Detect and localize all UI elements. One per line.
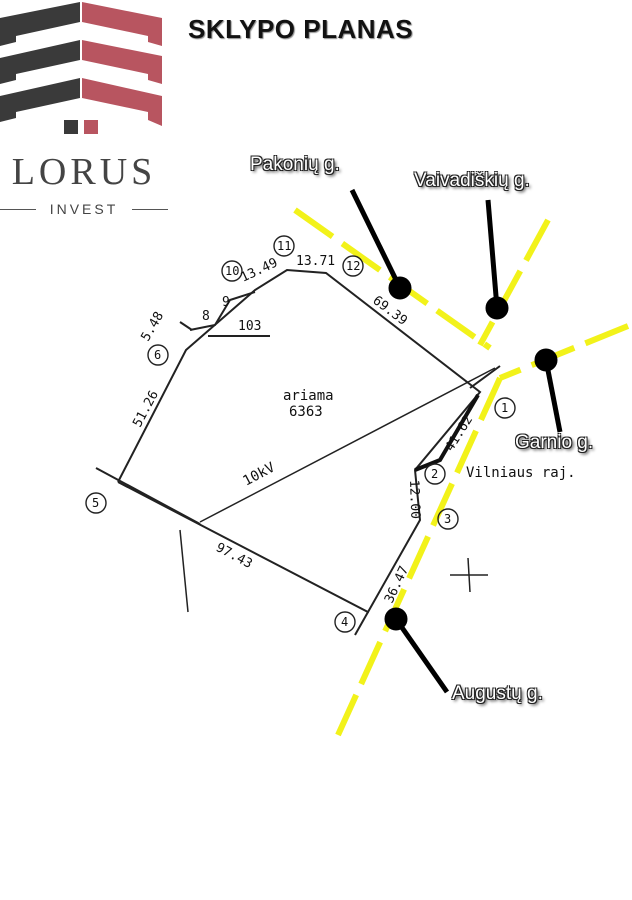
point-4: 4 [341, 615, 348, 629]
dim-5-48: 5.48 [138, 309, 167, 344]
marker-dot-pakoniu [388, 276, 412, 300]
street-label-vaivadiskiu: Vaivadiškių g. [414, 170, 530, 191]
marker-line-augustu [393, 617, 450, 694]
street-label-garnio: Garnio g. [515, 432, 594, 453]
dim-97-43: 97.43 [213, 540, 255, 572]
divider [0, 209, 36, 210]
dim-8: 8 [202, 309, 210, 324]
point-6: 6 [154, 348, 161, 362]
area-label: ariama [283, 388, 334, 404]
dim-9: 9 [222, 295, 230, 310]
point-11: 11 [277, 239, 291, 253]
marker-line-vaivadiskiu [485, 199, 500, 309]
road-vaivadiskiu [477, 218, 551, 347]
divider [132, 209, 168, 210]
district-label: Vilniaus raj. [466, 465, 576, 481]
dim-51-26: 51.26 [130, 388, 162, 430]
lorus-logo [0, 2, 162, 134]
street-markers [349, 188, 563, 694]
marker-dot-augustu [384, 607, 408, 631]
point-5: 5 [92, 496, 99, 510]
dim-103: 103 [238, 319, 261, 334]
point-10: 10 [225, 264, 239, 278]
point-12: 12 [346, 259, 360, 273]
marker-line-garnio [543, 359, 563, 433]
dim-36-47: 36.47 [382, 564, 412, 606]
road-augustu [335, 376, 503, 737]
marker-line-pakoniu [349, 188, 403, 290]
roads [293, 207, 630, 737]
road-pakoniu [293, 207, 492, 351]
street-label-pakoniu: Pakonių g. [250, 154, 340, 175]
brand-subtitle: INVEST [49, 201, 119, 217]
point-1: 1 [501, 401, 508, 415]
road-garnio [498, 323, 630, 381]
point-circles [85, 235, 516, 633]
power-line [179, 367, 496, 613]
parcel-boundary [95, 268, 501, 636]
marker-dot-vaivadiskiu [485, 296, 509, 320]
page-title: SKLYPO PLANAS [188, 14, 414, 44]
dim-12-00: 12.00 [406, 480, 422, 520]
thick-boundary [414, 393, 480, 472]
survey-cross [450, 557, 488, 593]
street-label-augustu: Augustų g. [452, 683, 543, 704]
area-value: 6363 [289, 404, 323, 420]
point-3: 3 [444, 512, 451, 526]
point-2: 2 [431, 467, 438, 481]
dim-13-71: 13.71 [296, 254, 335, 269]
dim-13-49: 13.49 [238, 255, 280, 285]
marker-dot-garnio [534, 348, 558, 372]
brand-name: LORUS [11, 151, 157, 193]
brand-subtitle-row: INVEST [0, 201, 168, 217]
